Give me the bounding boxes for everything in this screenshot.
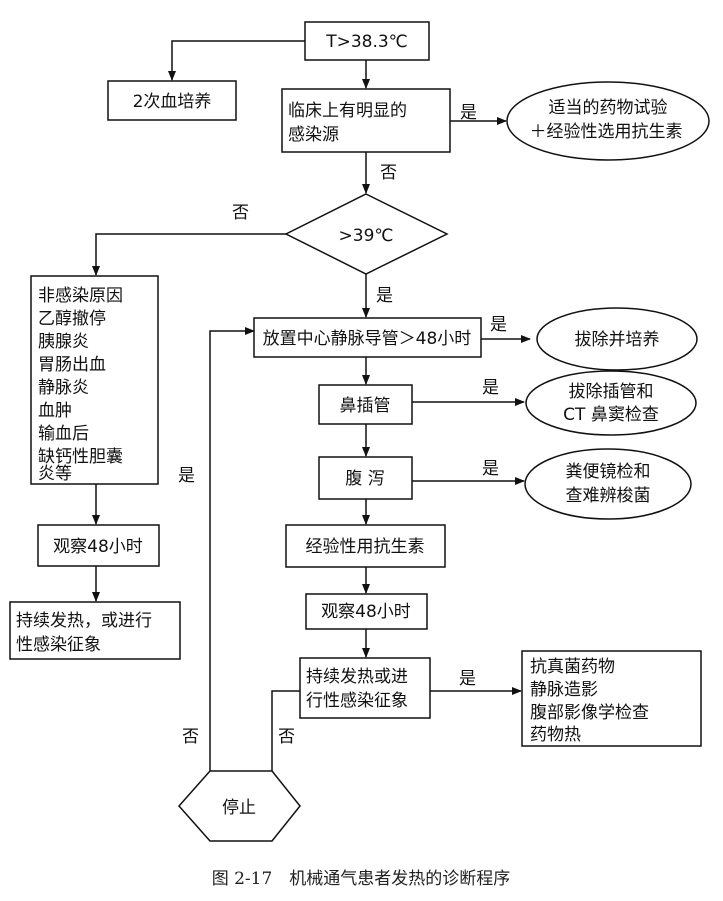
remove-ct-ellipse — [525, 370, 697, 436]
nasal-tube-label: 鼻插管 — [340, 396, 391, 416]
no-label-source: 否 — [380, 163, 397, 183]
blood-culture-label: 2次血培养 — [133, 92, 212, 112]
stop-label: 停止 — [222, 798, 256, 818]
yes-label-loop: 是 — [178, 466, 195, 486]
observe48-right-box — [305, 593, 428, 630]
noninfect-line-0: 非感染原因 — [38, 286, 123, 306]
infection-source-line2: 感染源 — [288, 125, 339, 145]
persistent-left-box — [9, 601, 181, 660]
noninfect-line-4: 静脉炎 — [38, 378, 89, 398]
diarrhea-box — [318, 456, 413, 500]
remove-ct-line2: CT 鼻窦检查 — [563, 405, 659, 425]
no-label-persistent: 否 — [278, 727, 295, 747]
no-label-loop: 否 — [182, 727, 199, 747]
observe48-left-box — [37, 524, 160, 567]
noninfect-line-2: 胰腺炎 — [38, 332, 89, 352]
remove-culture-label: 拔除并培养 — [575, 330, 660, 350]
remove-ct-line1: 拔除插管和 — [569, 382, 654, 402]
antifungal-line-2: 腹部影像学检查 — [530, 703, 649, 723]
noninfect-line-3: 胃肠出血 — [38, 355, 106, 375]
yes-label-39: 是 — [376, 286, 393, 306]
remove-culture-ellipse — [536, 307, 698, 371]
noninfect-line-5: 血肿 — [38, 401, 72, 421]
temp-label: T>38.3℃ — [325, 32, 408, 52]
stool-exam-line2: 查难辨梭菌 — [566, 486, 651, 506]
blood-culture-box — [107, 80, 237, 121]
over39-label: >39℃ — [339, 226, 394, 246]
noninfect-line-6: 输血后 — [38, 424, 89, 444]
yes-label-nasal: 是 — [482, 378, 499, 398]
empiric-abx-box — [285, 524, 446, 568]
stop-hexagon — [177, 770, 301, 842]
edge-stop-loop-to-line — [209, 327, 255, 771]
infection-source-line1: 临床上有明显的 — [288, 101, 407, 121]
over39-diamond — [284, 193, 449, 275]
yes-label-line: 是 — [490, 315, 507, 335]
nasal-tube-box — [318, 384, 413, 425]
diarrhea-label: 腹 泻 — [345, 469, 384, 489]
figure-caption: 图 2-17 机械通气患者发热的诊断程序 — [212, 869, 511, 889]
edge-39-to-noninfect — [92, 233, 286, 276]
persistent-right-box — [299, 657, 431, 719]
no-label-39: 否 — [232, 203, 249, 223]
yes-label-source: 是 — [460, 103, 477, 123]
stool-exam-ellipse — [524, 448, 692, 520]
drug-trial-line2: ＋经验性选用抗生素 — [530, 122, 683, 142]
antifungal-line-0: 抗真菌药物 — [530, 657, 615, 677]
edge-temp-to-culture — [168, 40, 305, 81]
drug-trial-ellipse — [506, 81, 710, 161]
yes-label-diarrhea: 是 — [482, 459, 499, 479]
drug-trial-line1: 适当的药物试验 — [549, 98, 668, 118]
observe48-left-label: 观察48小时 — [53, 537, 143, 557]
antifungal-line-3: 药物热 — [530, 725, 581, 745]
persistent-right-line2: 行性感染征象 — [306, 691, 408, 711]
yes-label-persistent: 是 — [459, 669, 476, 689]
noninfect-line-7: 缺钙性胆囊 — [38, 447, 123, 467]
persistent-right-line1: 持续发热或进 — [306, 667, 408, 687]
persistent-left-line1: 持续发热，或进行 — [16, 611, 152, 631]
empiric-abx-label: 经验性用抗生素 — [306, 537, 425, 557]
observe48-right-label: 观察48小时 — [321, 602, 411, 622]
antifungal-line-1: 静脉造影 — [530, 680, 598, 700]
noninfect-line-1: 乙醇撤停 — [38, 309, 106, 329]
temp-box — [304, 21, 430, 61]
central-line-box — [253, 317, 482, 358]
noninfect-line-8: 炎等 — [38, 464, 72, 484]
antifungal-box — [521, 650, 702, 747]
stool-exam-line1: 粪便镜检和 — [566, 462, 651, 482]
noninfect-box — [30, 275, 159, 485]
infection-source-box — [281, 88, 451, 153]
edge-persistent-to-stop — [271, 690, 300, 771]
central-line-label: 放置中心静脉导管＞48小时 — [263, 329, 472, 349]
persistent-left-line2: 性感染征象 — [16, 635, 101, 655]
